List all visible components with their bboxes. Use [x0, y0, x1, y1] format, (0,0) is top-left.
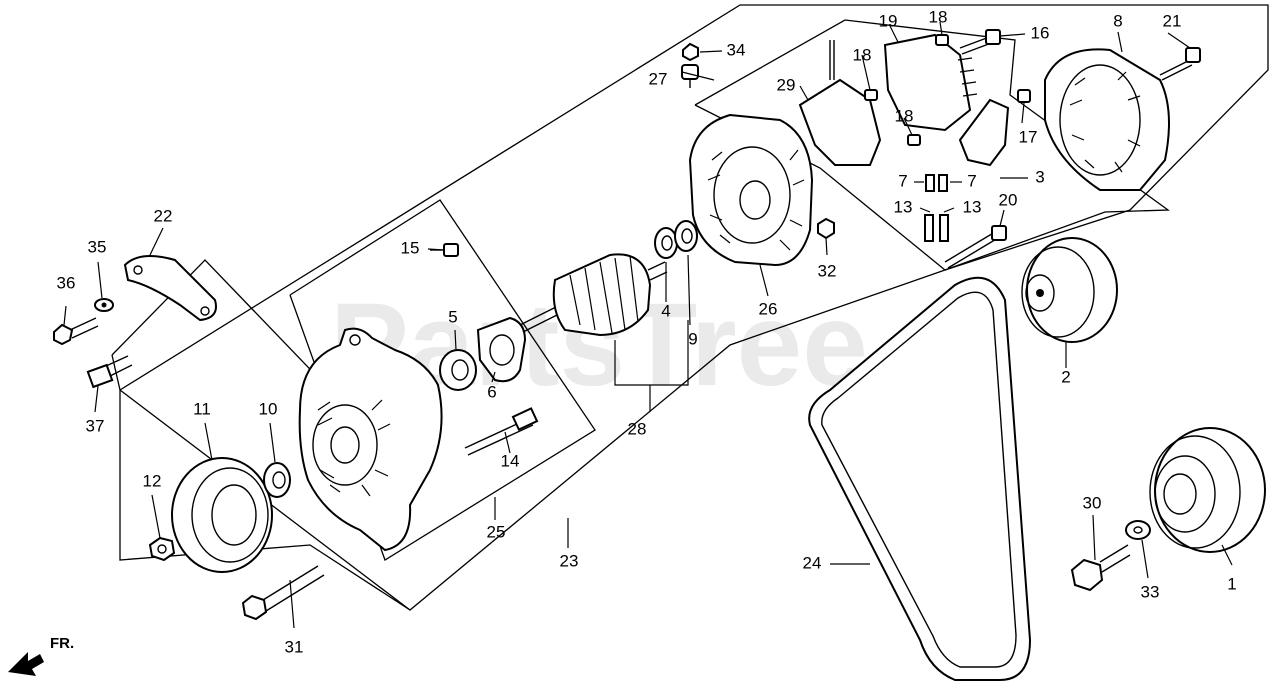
callout-24: 24 — [803, 553, 822, 572]
callout-14: 14 — [501, 451, 520, 470]
callout-26: 26 — [759, 299, 778, 318]
bolt-30 — [1070, 544, 1131, 592]
callout-7a: 7 — [898, 171, 907, 190]
callout-29: 29 — [777, 75, 796, 94]
alternator-pulley-11 — [171, 457, 273, 573]
callout-13a: 13 — [894, 197, 913, 216]
callout-17: 17 — [1019, 127, 1038, 146]
callout-21: 21 — [1163, 11, 1182, 30]
callout-35: 35 — [88, 237, 107, 256]
insulator-27 — [681, 64, 699, 88]
bolt-36 — [53, 317, 99, 346]
spacer-10 — [263, 462, 291, 498]
callout-19: 19 — [879, 11, 898, 30]
callout-9: 9 — [688, 329, 697, 348]
callout-34: 34 — [727, 40, 746, 59]
drive-belt-24 — [808, 276, 1032, 681]
brushes — [924, 214, 949, 242]
bearing-5 — [439, 349, 477, 391]
callout-27: 27 — [649, 69, 668, 88]
callout-36: 36 — [57, 273, 76, 292]
callout-2: 2 — [1061, 367, 1070, 386]
rear-cover-8 — [1044, 48, 1170, 191]
callout-18b: 18 — [929, 7, 948, 26]
front-housing — [298, 327, 443, 552]
screw-17 — [1017, 89, 1031, 103]
bracket-28 — [614, 320, 689, 386]
nut-32 — [817, 217, 835, 240]
front-direction-arrow-icon: FR. — [8, 635, 74, 676]
callout-18a: 18 — [853, 45, 872, 64]
adjusting-bracket — [123, 255, 217, 322]
callout-16: 16 — [1031, 23, 1050, 42]
callout-5: 5 — [448, 307, 457, 326]
screw-18-top — [935, 34, 949, 46]
nut-34 — [682, 42, 699, 62]
rectifier-29 — [798, 40, 882, 166]
screw-16 — [959, 29, 1001, 55]
callout-labels: 1 2 3 4 5 6 7 7 8 9 10 11 12 13 13 14 15… — [57, 7, 1237, 656]
callout-11: 11 — [193, 399, 211, 418]
callout-8: 8 — [1113, 11, 1122, 30]
callout-22: 22 — [154, 206, 173, 225]
assembly-outline-23 — [119, 4, 1269, 611]
rear-housing — [688, 113, 814, 267]
crankshaft-pulley-1 — [1149, 427, 1266, 553]
callout-25: 25 — [487, 522, 506, 541]
callout-18c: 18 — [895, 106, 914, 125]
assembly-outline-upper — [694, 19, 1170, 271]
bolt-21 — [1159, 47, 1201, 81]
callout-23: 23 — [560, 551, 579, 570]
washer-33 — [1125, 520, 1151, 540]
stud-14 — [464, 407, 539, 456]
rotor-assembly — [519, 253, 668, 337]
callout-32: 32 — [818, 261, 837, 280]
callout-15: 15 — [401, 238, 420, 257]
brush-springs — [925, 174, 948, 192]
bearing-4 — [654, 227, 678, 259]
callout-37: 37 — [86, 416, 105, 435]
callout-33: 33 — [1141, 582, 1160, 601]
callout-1: 1 — [1227, 574, 1236, 593]
bolt-31 — [241, 565, 325, 621]
callout-3: 3 — [1035, 167, 1044, 186]
callout-4: 4 — [661, 301, 670, 320]
leader-lines — [63, 21, 1233, 629]
callout-13b: 13 — [963, 197, 982, 216]
callout-12: 12 — [143, 471, 162, 490]
direction-label: FR. — [50, 635, 74, 652]
callout-30: 30 — [1083, 493, 1102, 512]
bearing-9 — [674, 220, 698, 252]
callout-7b: 7 — [967, 171, 976, 190]
callout-31: 31 — [285, 637, 304, 656]
brush-holder-3 — [958, 98, 1010, 167]
washer-35 — [94, 298, 114, 312]
callout-20: 20 — [999, 190, 1018, 209]
bolt-20 — [944, 225, 1007, 269]
callout-6: 6 — [487, 382, 496, 401]
pulley-2 — [1021, 237, 1118, 343]
callout-10: 10 — [259, 399, 278, 418]
bolt-37 — [86, 355, 133, 389]
callout-28: 28 — [628, 419, 647, 438]
nut-12 — [148, 536, 176, 562]
bearing-retainer-plate-6 — [476, 316, 527, 383]
screw-18-mid — [864, 89, 878, 101]
screw-18-low — [907, 134, 921, 146]
